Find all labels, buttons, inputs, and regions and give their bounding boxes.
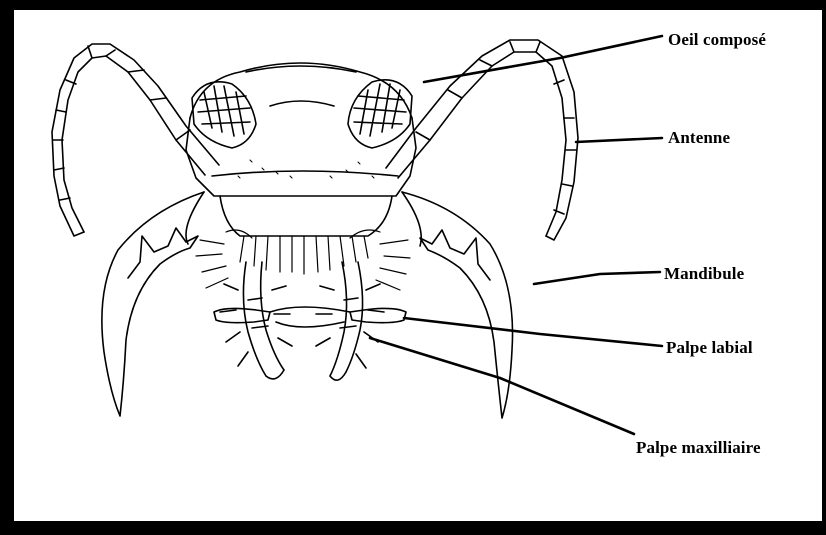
leader-lines (370, 36, 662, 434)
right-compound-eye (348, 80, 412, 148)
labial-palps (214, 307, 406, 327)
label-labial-palp: Palpe labial (666, 338, 753, 358)
label-mandible: Mandibule (664, 264, 744, 284)
label-antenna: Antenne (668, 128, 730, 148)
left-compound-eye (192, 82, 256, 148)
right-maxillary-palp (316, 262, 384, 380)
cheek-stipple (238, 160, 374, 178)
label-compound-eye: Oeil composé (668, 30, 766, 50)
left-maxillary-palp (220, 262, 292, 379)
left-mandible (102, 192, 204, 416)
head-capsule (186, 63, 416, 236)
mouthpart-bristles (196, 230, 410, 290)
right-mandible (402, 192, 513, 418)
label-maxillary-palp: Palpe maxilliaire (636, 438, 761, 458)
